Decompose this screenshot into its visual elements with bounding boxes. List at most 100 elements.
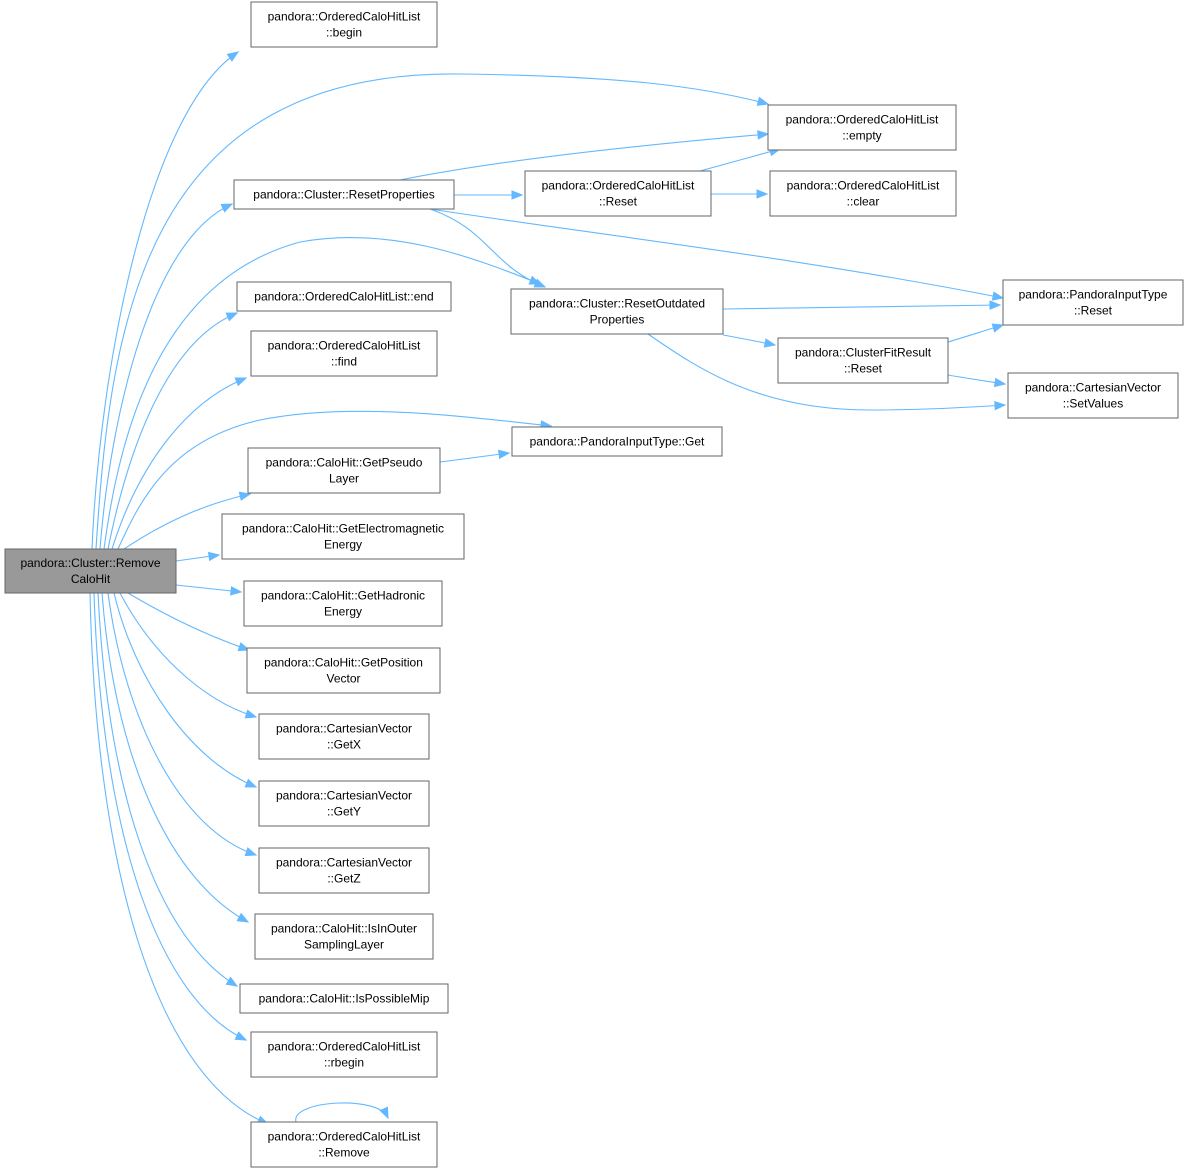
edge-reset_properties-to-reset_outdated [429,208,547,288]
node-ohl-remove[interactable]: pandora::OrderedCaloHitList::Remove [250,1121,438,1168]
node-box [233,179,455,210]
node-cv-getx[interactable]: pandora::CartesianVector::GetX [258,713,430,760]
node-label-line: pandora::CartesianVector [276,722,412,736]
node-box [510,288,724,335]
edge-remove_calohit-to-reset_properties [99,203,234,550]
edge-reset_outdated-to-pit_reset [722,300,1002,310]
edge-remove_calohit-to-cv_getx [119,592,258,719]
node-rbegin[interactable]: pandora::OrderedCaloHitList::rbegin [250,1031,438,1078]
edge-ohl_reset-to-ohl_empty [699,147,782,172]
edge-remove_calohit-to-get_pseudolayer [123,491,252,550]
node-reset-properties[interactable]: pandora::Cluster::ResetProperties [233,179,455,210]
arrowhead [497,449,511,460]
node-cv-setvalues[interactable]: pandora::CartesianVector::SetValues [1007,372,1179,419]
arrowhead [757,130,770,140]
node-label-line: ::rbegin [324,1056,364,1070]
node-label-line: pandora::CaloHit::IsInOuter [271,922,417,936]
node-label-line: Energy [324,605,362,619]
node-pit-reset[interactable]: pandora::PandoraInputType::Reset [1002,279,1184,326]
node-get-em-energy[interactable]: pandora::CaloHit::GetElectromagneticEner… [221,513,465,560]
node-cv-gety[interactable]: pandora::CartesianVector::GetY [258,780,430,827]
node-label-line: ::GetX [327,738,361,752]
edge-cfr_reset-to-pit_reset [947,323,1005,343]
node-ohl-clear[interactable]: pandora::OrderedCaloHitList::clear [769,170,957,217]
edge-remove_calohit-to-cv_gety [113,592,258,788]
arrowhead [226,51,240,62]
node-box [247,447,441,494]
node-box [250,1,438,48]
node-label-line: pandora::CartesianVector [276,856,412,870]
arrowhead [237,642,251,652]
node-label-line: Properties [590,313,645,327]
node-box [239,983,449,1014]
node-label-line: pandora::CartesianVector [276,789,412,803]
edge-remove_calohit-to-ohl_find [111,377,248,550]
arrowhead [991,291,1005,301]
node-label-line: Energy [324,538,362,552]
node-label-line: pandora::CaloHit::GetPseudo [266,456,423,470]
node-box [221,513,465,560]
node-cfr-reset[interactable]: pandora::ClusterFitResult::Reset [777,337,949,384]
arrowhead [225,312,239,322]
edge-reset_properties-to-pit_reset [429,208,1005,301]
node-box [1002,279,1184,326]
arrowhead [994,400,1007,411]
node-label-line: ::Reset [599,195,638,209]
node-cv-getz[interactable]: pandora::CartesianVector::GetZ [258,847,430,894]
node-label-line: ::empty [842,129,881,143]
edge-remove_calohit-to-rbegin [93,592,248,1041]
node-is-mip[interactable]: pandora::CaloHit::IsPossibleMip [239,983,449,1014]
edge-line [107,312,238,550]
node-box [511,426,723,457]
node-ohl-end[interactable]: pandora::OrderedCaloHitList::end [236,281,452,312]
edge-line [127,592,250,651]
arrowhead [230,586,243,596]
arrowhead [207,551,221,562]
edge-line [175,584,242,593]
node-begin[interactable]: pandora::OrderedCaloHitList::begin [250,1,438,48]
node-box [258,780,430,827]
arrowhead [756,189,769,199]
edge-line [439,452,510,463]
arrowhead [244,847,258,857]
edge-line [95,73,769,550]
edge-remove_calohit-to-cv_getz [107,592,258,857]
node-box [258,847,430,894]
edge-ohl_remove-to-ohl_remove [295,1102,389,1123]
edge-line [119,592,257,718]
node-ohl-empty[interactable]: pandora::OrderedCaloHitList::empty [767,104,957,151]
node-label-line: pandora::PandoraInputType [1019,288,1168,302]
arrowhead [511,190,524,200]
node-reset-outdated[interactable]: pandora::Cluster::ResetOutdatedPropertie… [510,288,724,335]
node-label-line: pandora::ClusterFitResult [795,346,932,360]
arrowhead [234,1031,248,1041]
arrowhead [991,323,1005,333]
node-box [246,647,441,694]
edge-line [117,410,552,550]
node-box [769,170,957,217]
edge-remove_calohit-to-get_had_energy [175,584,243,596]
node-label-line: ::Reset [1074,304,1113,318]
node-label-line: pandora::OrderedCaloHitList [542,179,695,193]
node-label-line: ::GetY [327,805,361,819]
node-label-line: pandora::Cluster::ResetOutdated [529,297,705,311]
arrowhead [989,300,1002,310]
node-ohl-find[interactable]: pandora::OrderedCaloHitList::find [250,330,438,377]
node-label-line: ::clear [847,195,880,209]
node-box [524,170,712,217]
edge-remove_calohit-to-get_position [127,592,251,652]
node-ohl-reset[interactable]: pandora::OrderedCaloHitList::Reset [524,170,712,217]
edge-line [429,208,546,288]
node-pit-get[interactable]: pandora::PandoraInputType::Get [511,426,723,457]
arrowhead [993,377,1007,388]
arrowhead [244,709,258,719]
node-label-line: ::begin [326,26,362,40]
edge-line [99,203,233,550]
edge-line [111,377,247,550]
